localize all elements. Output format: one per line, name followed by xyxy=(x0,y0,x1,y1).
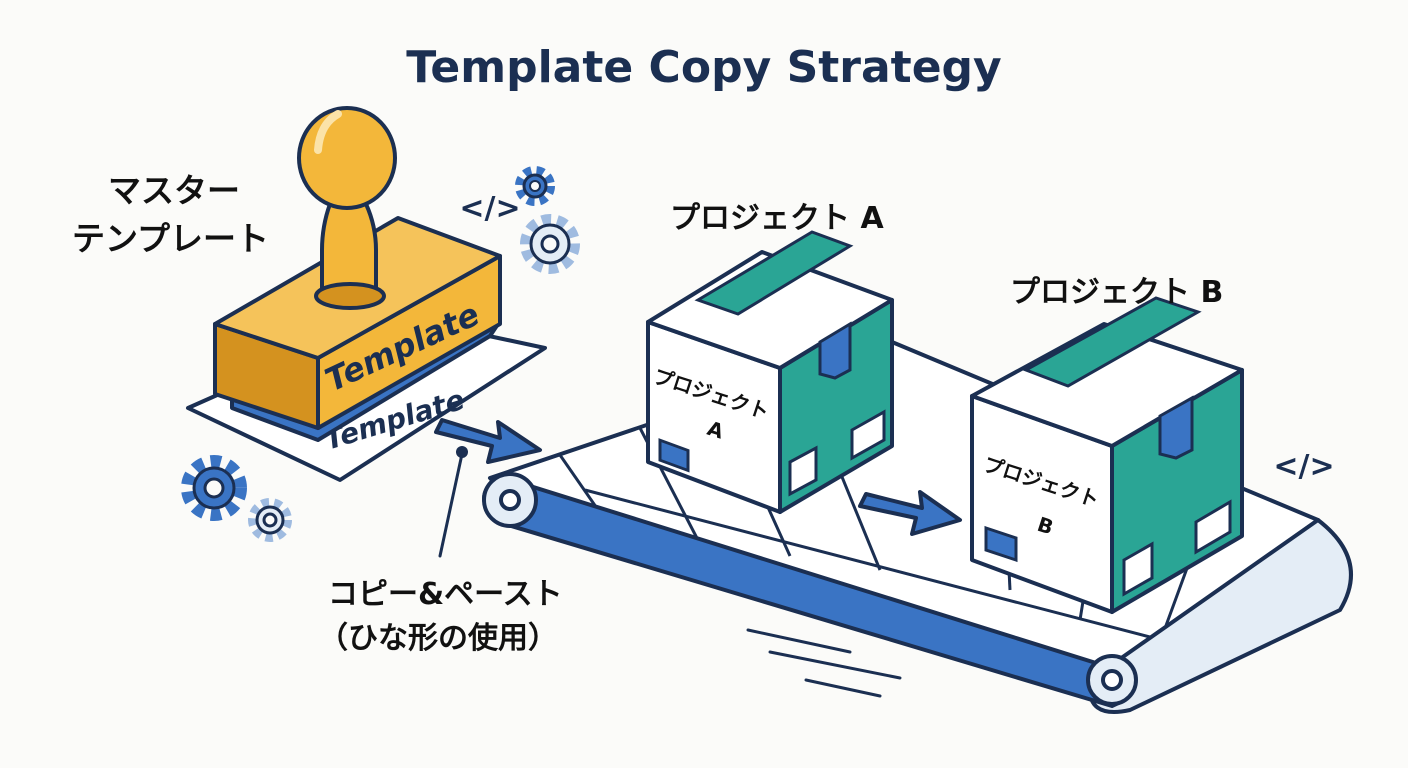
copy-callout-leader xyxy=(438,446,468,558)
diagram-title: Template Copy Strategy xyxy=(406,42,1002,93)
project-b-box: プロジェクト B xyxy=(970,296,1244,614)
project-b-heading: プロジェクト B xyxy=(1010,275,1223,310)
rubber-stamp: Template xyxy=(213,106,502,442)
project-a-heading: プロジェクト A xyxy=(670,201,884,236)
code-icon: </> xyxy=(459,191,520,226)
gear-icon xyxy=(515,166,555,206)
gear-icon xyxy=(520,214,580,274)
code-icon: </> xyxy=(1273,449,1334,484)
project-b-box-label-line2: B xyxy=(1034,512,1056,540)
gear-icon xyxy=(181,455,247,521)
arrow-right-icon xyxy=(434,418,542,464)
master-template-label-line1: マスター xyxy=(108,171,240,210)
project-a-box: プロジェクト A xyxy=(646,230,894,514)
master-template-label-line2: テンプレート xyxy=(72,219,269,258)
copy-paste-sublabel: （ひな形の使用） xyxy=(318,621,558,656)
arrow-right-icon xyxy=(858,490,962,536)
copy-paste-label: コピー&ペースト xyxy=(328,577,563,612)
gear-icon xyxy=(248,498,292,542)
